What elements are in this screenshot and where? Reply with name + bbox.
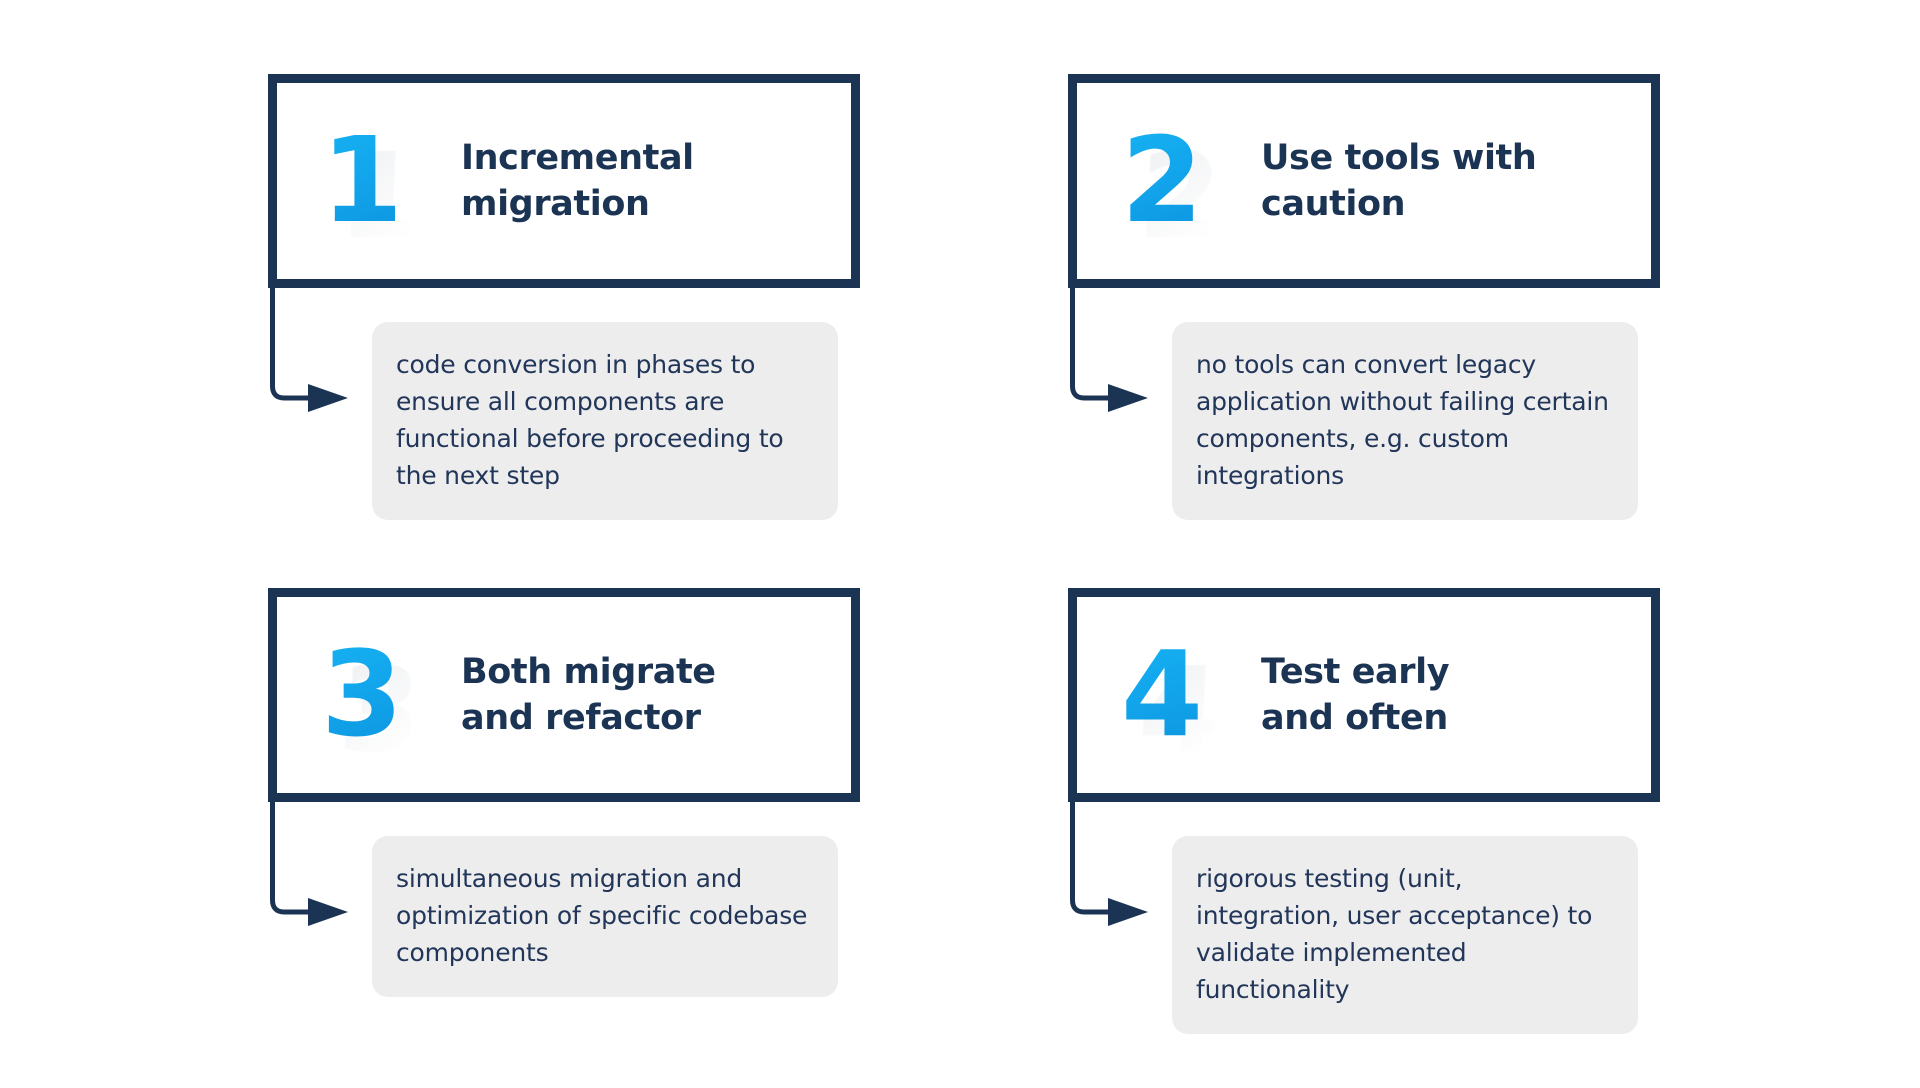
step-number-2: 2 2 bbox=[1121, 121, 1225, 265]
step-number-glyph: 3 bbox=[321, 635, 425, 755]
step-description-box-4: rigorous testing (unit, integration, use… bbox=[1172, 836, 1638, 1034]
step-number-glyph: 2 bbox=[1121, 121, 1225, 241]
step-number-glyph: 1 bbox=[321, 121, 425, 241]
step-group-2: 2 2 Use tools with caution no tools can … bbox=[1068, 74, 1868, 574]
step-description-box-1: code conversion in phases to ensure all … bbox=[372, 322, 838, 520]
step-group-1: 1 1 Incremental migration code conversio… bbox=[268, 74, 1068, 574]
step-description-box-3: simultaneous migration and optimization … bbox=[372, 836, 838, 997]
step-title-4: Test early and often bbox=[1261, 652, 1450, 738]
step-group-4: 4 4 Test early and often rigorous testin… bbox=[1068, 588, 1868, 1088]
step-card-2[interactable]: 2 2 Use tools with caution bbox=[1068, 74, 1660, 288]
step-card-4[interactable]: 4 4 Test early and often bbox=[1068, 588, 1660, 802]
step-description-3: simultaneous migration and optimization … bbox=[396, 864, 808, 967]
step-title-1: Incremental migration bbox=[461, 138, 694, 224]
step-title-2: Use tools with caution bbox=[1261, 138, 1537, 224]
step-description-1: code conversion in phases to ensure all … bbox=[396, 350, 784, 490]
step-title-3: Both migrate and refactor bbox=[461, 652, 716, 738]
step-description-4: rigorous testing (unit, integration, use… bbox=[1196, 864, 1593, 1004]
step-number-3: 3 3 bbox=[321, 635, 425, 779]
step-number-4: 4 4 bbox=[1121, 635, 1225, 779]
step-number-glyph: 4 bbox=[1121, 635, 1225, 755]
step-card-3[interactable]: 3 3 Both migrate and refactor bbox=[268, 588, 860, 802]
step-card-1[interactable]: 1 1 Incremental migration bbox=[268, 74, 860, 288]
step-description-box-2: no tools can convert legacy application … bbox=[1172, 322, 1638, 520]
step-description-2: no tools can convert legacy application … bbox=[1196, 350, 1609, 490]
step-group-3: 3 3 Both migrate and refactor simultaneo… bbox=[268, 588, 1068, 1088]
step-number-1: 1 1 bbox=[321, 121, 425, 265]
